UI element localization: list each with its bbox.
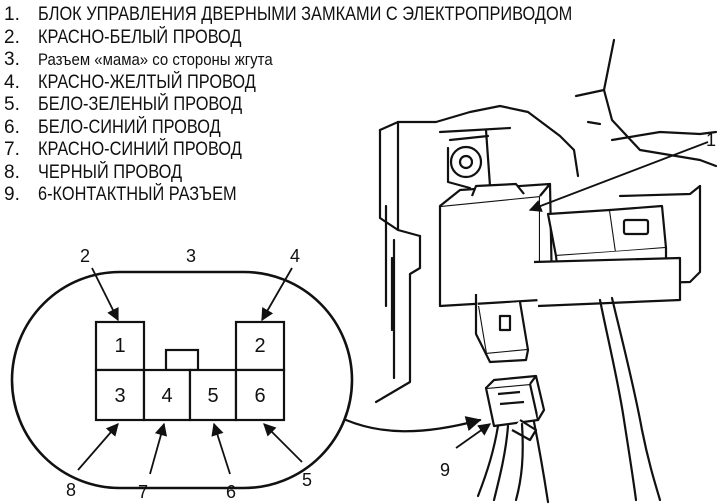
legend-number: 5. (4, 94, 20, 115)
pin-cell-6 (234, 368, 286, 422)
callout-9: 9 (440, 460, 450, 480)
legend-number: 1. (4, 4, 20, 25)
callout-3: 3 (186, 246, 196, 266)
pin-cell-2 (234, 320, 286, 372)
pin-cell-1 (94, 320, 146, 372)
callout-5: 5 (302, 470, 312, 490)
legend-item-9: 9. 6-КОНТАКТНЫЙ РАЗЪЕМ (4, 184, 659, 207)
callout-8: 8 (66, 480, 76, 500)
legend-item-2: 2. КРАСНО-БЕЛЫЙ ПРОВОД (4, 27, 659, 50)
door-lock-control-unit (438, 182, 682, 364)
legend-item-8: 8. ЧЕРНЫЙ ПРОВОД (4, 162, 659, 185)
legend-item-6: 6. БЕЛО-СИНИЙ ПРОВОД (4, 117, 659, 140)
legend-number: 9. (4, 184, 20, 205)
legend-text: КРАСНО-БЕЛЫЙ ПРОВОД (38, 26, 242, 48)
legend-number: 4. (4, 71, 20, 93)
harness-wires (344, 296, 662, 504)
legend-item-4: 4. КРАСНО-ЖЕЛТЫЙ ПРОВОД (4, 72, 659, 95)
connector-latch (164, 348, 200, 372)
callout-4: 4 (290, 246, 300, 266)
leader-lines (77, 141, 709, 475)
legend-text: КРАСНО-ЖЕЛТЫЙ ПРОВОД (38, 71, 256, 93)
connector-face: 1 2 3 4 5 6 (10, 270, 354, 490)
legend-item-1: 1. БЛОК УПРАВЛЕНИЯ ДВЕРНЫМИ ЗАМКАМИ С ЭЛЕ… (4, 4, 659, 27)
pin-cell-5 (188, 368, 238, 422)
pin-label-5: 5 (207, 385, 218, 407)
vehicle-panel-drawing (374, 38, 718, 404)
pin-label-6: 6 (254, 385, 265, 407)
six-pin-plug (484, 374, 546, 442)
legend-text: Разъем «мама» со стороны жгута (38, 50, 273, 69)
legend-item-3: 3. Разъем «мама» со стороны жгута (4, 49, 659, 72)
legend-item-7: 7. КРАСНО-СИНИЙ ПРОВОД (4, 139, 659, 162)
legend-number: 6. (4, 116, 20, 138)
callout-2: 2 (80, 246, 90, 266)
legend-text: БЛОК УПРАВЛЕНИЯ ДВЕРНЫМИ ЗАМКАМИ С ЭЛЕКТ… (38, 4, 573, 25)
pin-cell-3 (94, 368, 146, 422)
legend-number: 3. (4, 49, 20, 70)
legend-number: 8. (4, 161, 20, 183)
pin-label-1: 1 (114, 335, 125, 357)
legend-list: 1. БЛОК УПРАВЛЕНИЯ ДВЕРНЫМИ ЗАМКАМИ С ЭЛЕ… (4, 4, 659, 207)
pin-label-3: 3 (114, 385, 125, 407)
legend-number: 7. (4, 139, 20, 160)
pin-label-2: 2 (254, 335, 265, 357)
legend-number: 2. (4, 26, 20, 48)
callout-6: 6 (226, 482, 236, 502)
legend-item-5: 5. БЕЛО-ЗЕЛЕНЫЙ ПРОВОД (4, 94, 659, 117)
pin-label-4: 4 (161, 385, 172, 407)
callout-7: 7 (138, 482, 148, 502)
legend-text: 6-КОНТАКТНЫЙ РАЗЪЕМ (38, 184, 237, 205)
legend-text: ЧЕРНЫЙ ПРОВОД (38, 161, 183, 183)
legend-text: КРАСНО-СИНИЙ ПРОВОД (38, 139, 242, 160)
legend-text: БЕЛО-СИНИЙ ПРОВОД (38, 116, 221, 138)
legend-text: БЕЛО-ЗЕЛЕНЫЙ ПРОВОД (38, 94, 243, 115)
callout-1: 1 (706, 130, 716, 150)
